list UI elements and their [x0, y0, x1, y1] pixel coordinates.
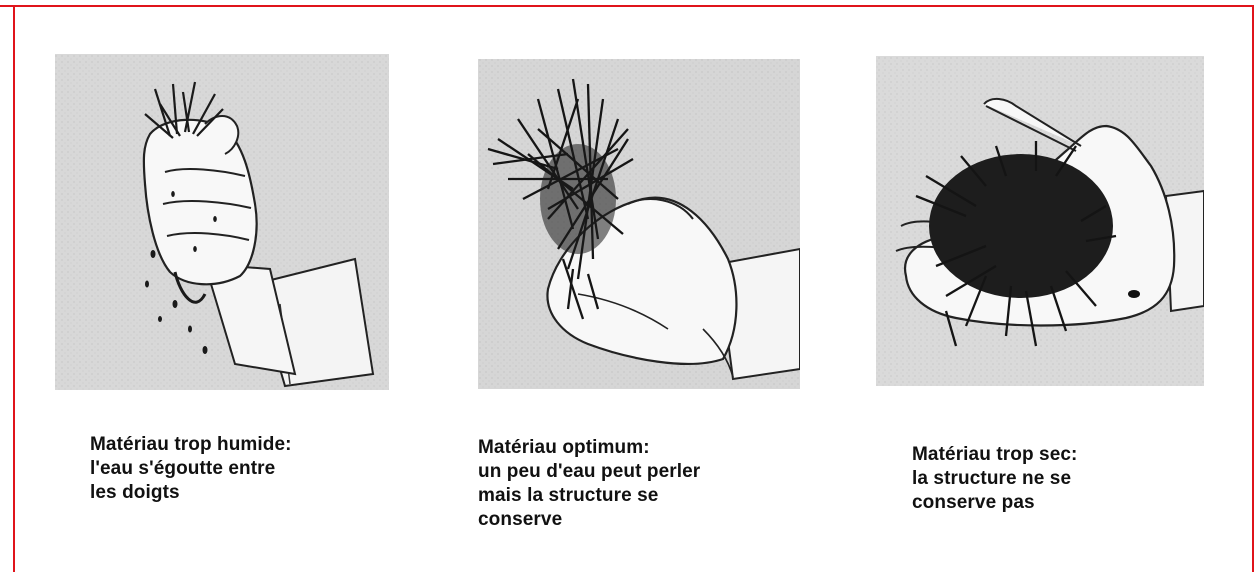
- illustration-dry-material: [876, 56, 1204, 386]
- caption-line: un peu d'eau peut perler: [478, 461, 701, 482]
- caption-line: mais la structure se: [478, 485, 659, 506]
- illustration-optimum-material: [478, 59, 800, 389]
- caption-line: la structure ne se: [912, 468, 1072, 489]
- open-hand-icon: [876, 56, 1204, 386]
- caption-line: l'eau s'égoutte entre: [90, 458, 276, 479]
- caption-wet-material: Matériau trop humide: l'eau s'égoutte en…: [90, 433, 292, 505]
- caption-line: conserve: [478, 509, 563, 530]
- caption-line: Matériau trop humide:: [90, 434, 292, 455]
- frame-top-border: [0, 5, 1254, 7]
- caption-line: Matériau optimum:: [478, 437, 650, 458]
- caption-dry-material: Matériau trop sec: la structure ne se co…: [912, 443, 1077, 515]
- caption-line: Matériau trop sec:: [912, 444, 1078, 465]
- hand-holding-icon: [478, 59, 800, 389]
- hand-squeezing-icon: [55, 54, 389, 390]
- frame-left-border: [13, 5, 15, 572]
- caption-line: les doigts: [90, 482, 180, 503]
- illustration-wet-material: [55, 54, 389, 390]
- caption-optimum-material: Matériau optimum: un peu d'eau peut perl…: [478, 436, 700, 532]
- frame-right-border: [1252, 5, 1254, 572]
- caption-line: conserve pas: [912, 492, 1035, 513]
